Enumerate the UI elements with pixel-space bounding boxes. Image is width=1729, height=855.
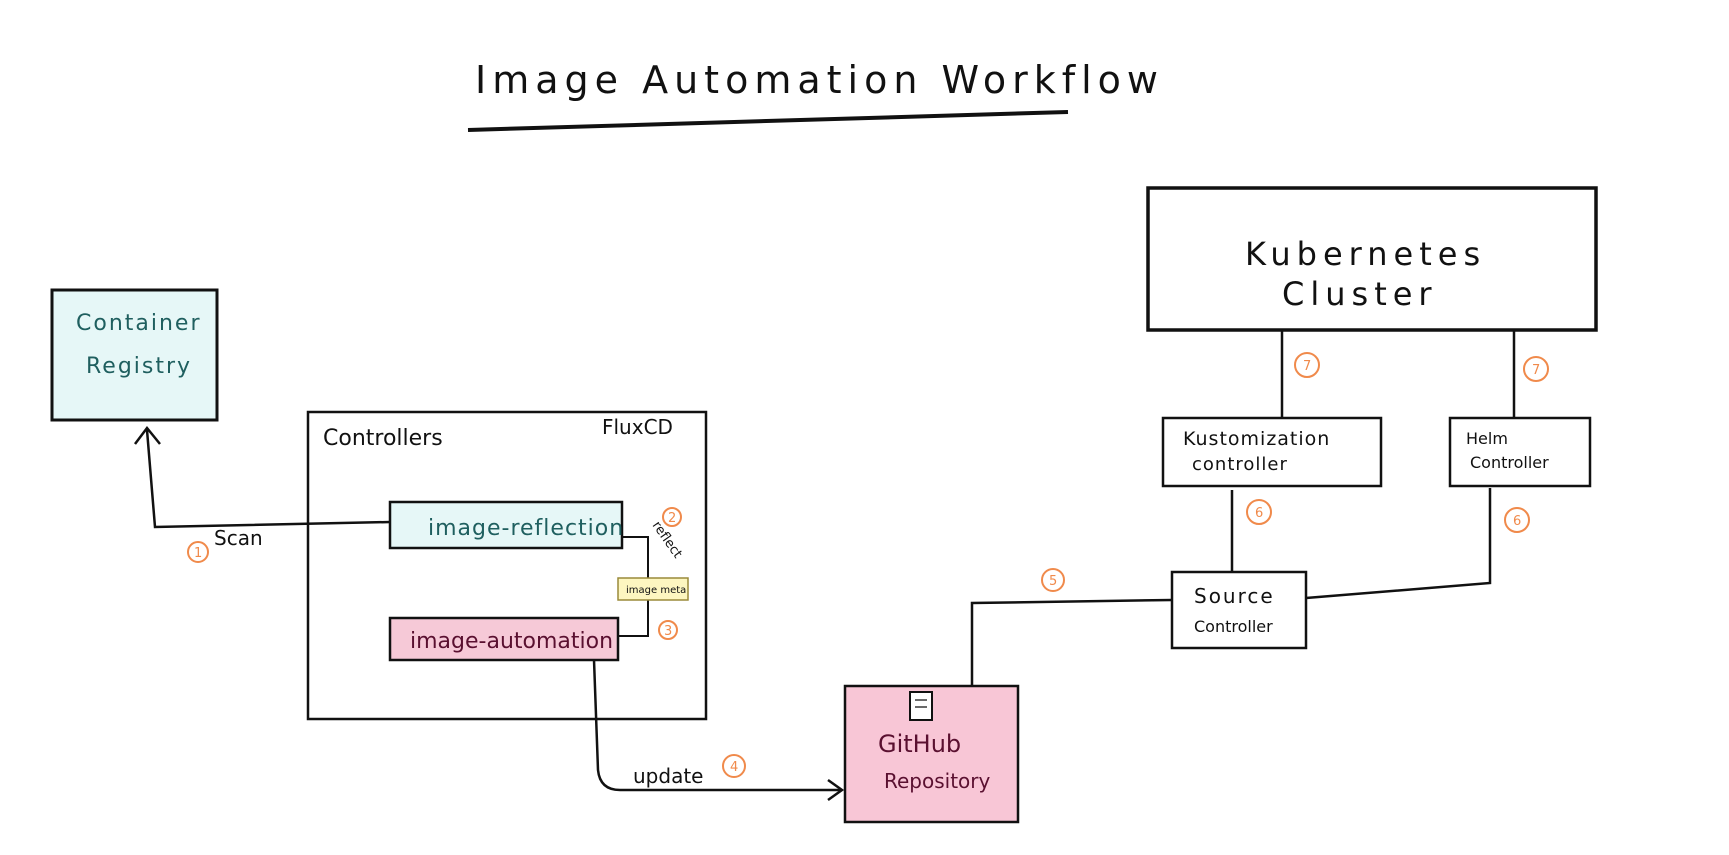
step-number: 1	[194, 546, 202, 561]
edge-reflect: reflect 2 3	[618, 507, 685, 640]
step-marker	[1523, 356, 1549, 382]
step-number: 6	[1255, 506, 1263, 521]
step-marker	[1246, 499, 1272, 525]
step-number: 5	[1049, 574, 1057, 589]
edge-update-label: update	[633, 764, 703, 788]
image-meta-node: image meta	[617, 577, 689, 601]
step-number: 4	[730, 760, 738, 775]
document-icon	[909, 691, 933, 721]
source-controller-label-1: Source	[1194, 584, 1275, 608]
kustomization-controller-node: Kustomization controller	[1161, 416, 1383, 488]
helm-controller-node: Helm Controller	[1448, 416, 1592, 488]
edge-source-to-helm: 6	[1305, 488, 1530, 600]
image-automation-label: image-automation	[410, 629, 613, 654]
step-marker	[658, 620, 678, 640]
step-number: 7	[1532, 363, 1540, 378]
controllers-group-label: Controllers	[323, 426, 443, 451]
source-controller-node: Source Controller	[1170, 570, 1308, 650]
kubernetes-cluster-node: Kubernetes Cluster	[1146, 186, 1598, 332]
step-marker	[662, 507, 682, 527]
container-registry-label-2: Registry	[86, 354, 192, 379]
container-registry-label-1: Container	[76, 311, 202, 336]
source-controller-label-2: Controller	[1194, 617, 1273, 636]
step-marker	[1294, 352, 1320, 378]
title-underline	[467, 110, 1069, 132]
image-meta-label: image meta	[626, 585, 686, 596]
image-reflection-node: image-reflection	[388, 500, 624, 550]
document-icon-lines	[915, 699, 927, 708]
helm-label-2: Controller	[1470, 453, 1549, 472]
step-marker	[187, 541, 209, 563]
kustomization-label-2: controller	[1192, 454, 1288, 475]
step-number: 2	[668, 511, 676, 526]
github-label-1: GitHub	[878, 730, 961, 758]
step-marker	[1504, 507, 1530, 533]
fluxcd-tag: FluxCD	[602, 415, 673, 439]
kubernetes-label-1: Kubernetes	[1245, 235, 1486, 273]
controllers-group: Controllers FluxCD	[306, 410, 708, 721]
image-automation-node: image-automation	[388, 616, 620, 662]
edge-scan-label: Scan	[214, 526, 263, 550]
step-number: 7	[1303, 359, 1311, 374]
image-reflection-label: image-reflection	[428, 516, 624, 541]
helm-label-1: Helm	[1466, 429, 1508, 448]
edge-kustomization-to-cluster: 7	[1280, 330, 1320, 418]
edge-github-to-source: 5	[970, 568, 1173, 686]
edge-source-to-kustomization: 6	[1230, 490, 1272, 572]
kustomization-label-1: Kustomization	[1183, 428, 1330, 450]
step-marker	[1041, 568, 1065, 592]
step-marker	[722, 754, 746, 778]
step-number: 6	[1513, 514, 1521, 529]
github-label-2: Repository	[884, 769, 991, 793]
edge-scan: Scan 1	[134, 425, 391, 563]
kubernetes-label-2: Cluster	[1282, 275, 1438, 313]
container-registry-node: Container Registry	[50, 288, 219, 422]
edge-helm-to-cluster: 7	[1512, 328, 1549, 418]
edge-update: update 4	[592, 659, 845, 802]
page-title: Image Automation Workflow	[475, 58, 1164, 102]
github-repository-node: GitHub Repository	[843, 684, 1020, 824]
step-number: 3	[664, 624, 672, 639]
